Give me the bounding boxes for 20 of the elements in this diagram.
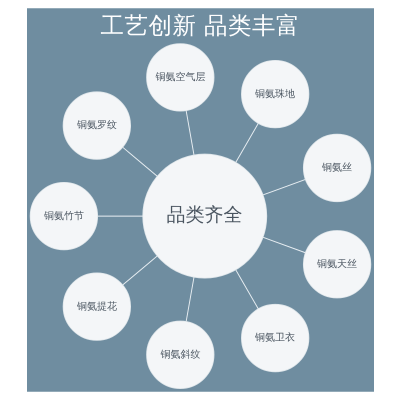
connector	[185, 110, 194, 156]
connector	[185, 276, 194, 322]
node-circle: 铜氨丝	[302, 134, 371, 202]
diagram-title: 工艺创新 品类丰富	[100, 11, 300, 40]
node-circle: 铜氨竹节	[29, 182, 98, 250]
connector	[122, 256, 158, 286]
node-circle: 品类齐全	[142, 154, 267, 278]
connector	[234, 269, 258, 310]
node-circle: 铜氨罗纹	[62, 91, 130, 160]
node-circle: 铜氨斜纹	[146, 320, 214, 389]
connector	[262, 236, 306, 254]
connector	[234, 123, 258, 163]
node-circle: 铜氨珠地	[240, 60, 309, 128]
node-circle: 铜氨卫衣	[240, 304, 309, 372]
connector	[122, 146, 158, 177]
node-circle: 铜氨提花	[62, 272, 130, 341]
connector	[262, 179, 306, 196]
node-circle: 铜氨天丝	[302, 230, 371, 298]
node-circle: 铜氨空气层	[146, 43, 214, 112]
connector	[96, 216, 143, 217]
